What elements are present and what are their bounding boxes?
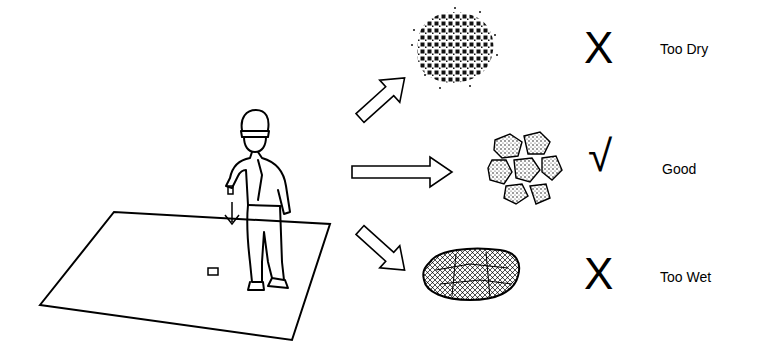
verdict-label: Good [662,162,696,176]
outcome-arrows [350,67,452,282]
soil-crumb [228,186,233,194]
block-arrow [350,67,415,129]
ground-sheet [40,212,330,340]
block-arrow [350,219,415,281]
verdict-mark: √ [588,134,612,178]
wet-soil-pile [423,249,519,301]
verdict-mark: X [584,26,613,70]
verdict-label: Too Wet [660,270,711,284]
block-arrow [352,157,452,187]
drop-arrow [225,202,239,224]
dry-soil-pile [410,5,500,95]
man-figure [226,110,290,290]
verdict-mark: X [584,252,613,296]
soil-crumb [208,268,218,275]
verdict-label: Too Dry [660,42,708,56]
good-soil-pile [488,132,562,204]
